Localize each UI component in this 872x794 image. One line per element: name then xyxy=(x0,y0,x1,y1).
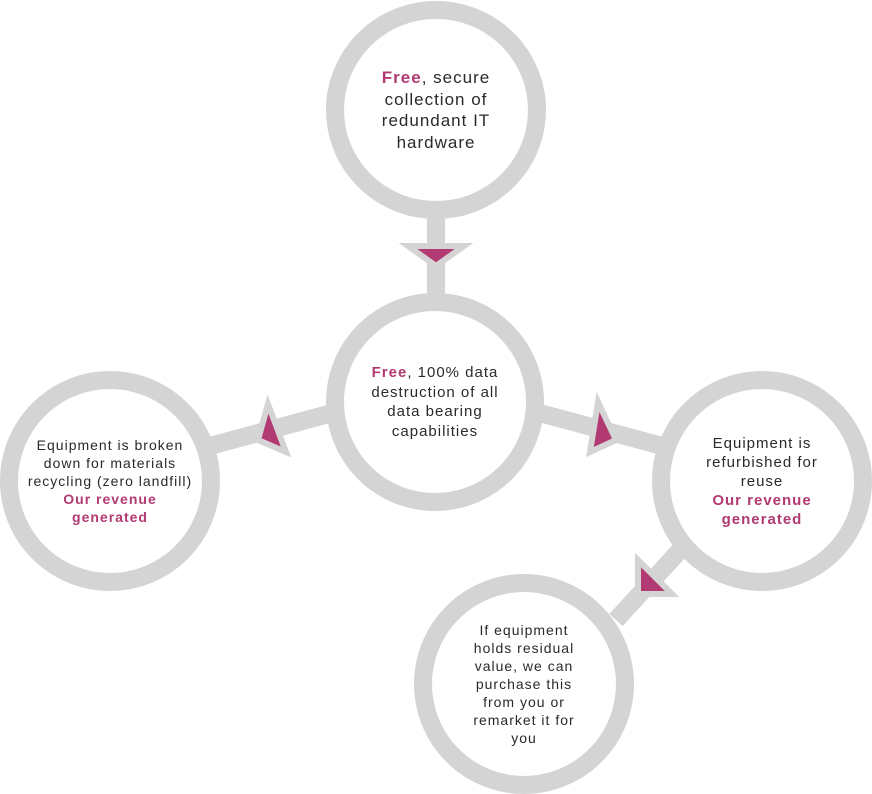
triangle-left-arrow-icon xyxy=(254,394,292,458)
triangle-down-arrow-icon xyxy=(398,243,474,270)
node-recycling: Equipment is broken down for materials r… xyxy=(0,371,220,591)
triangle-down-left-arrow-icon xyxy=(635,552,680,597)
node-destruction-highlight: Free xyxy=(371,364,408,381)
node-destruction-text: Free, 100% data destruction of all data … xyxy=(360,363,510,441)
node-purchase: If equipment holds residual value, we ca… xyxy=(414,574,634,794)
node-collection: Free, secure collection of redundant IT … xyxy=(326,1,546,219)
node-purchase-text: If equipment holds residual value, we ca… xyxy=(459,621,589,747)
node-recycling-highlight: Our revenue generated xyxy=(63,491,157,525)
node-recycling-body: Equipment is broken down for materials r… xyxy=(27,437,193,489)
node-collection-text: Free, secure collection of redundant IT … xyxy=(366,67,506,153)
node-refurbish-body: Equipment is refurbished for reuse xyxy=(706,434,818,490)
node-refurbish-highlight: Our revenue generated xyxy=(712,491,812,528)
node-recycling-text: Equipment is broken down for materials r… xyxy=(28,436,193,526)
node-destruction: Free, 100% data destruction of all data … xyxy=(326,293,544,511)
node-collection-body: , secure collection of redundant IT hard… xyxy=(381,68,491,152)
node-collection-highlight: Free xyxy=(381,68,422,87)
node-destruction-body: , 100% data destruction of all data bear… xyxy=(371,364,499,440)
triangle-right-arrow-icon xyxy=(586,391,621,458)
node-purchase-body: If equipment holds residual value, we ca… xyxy=(473,622,575,746)
